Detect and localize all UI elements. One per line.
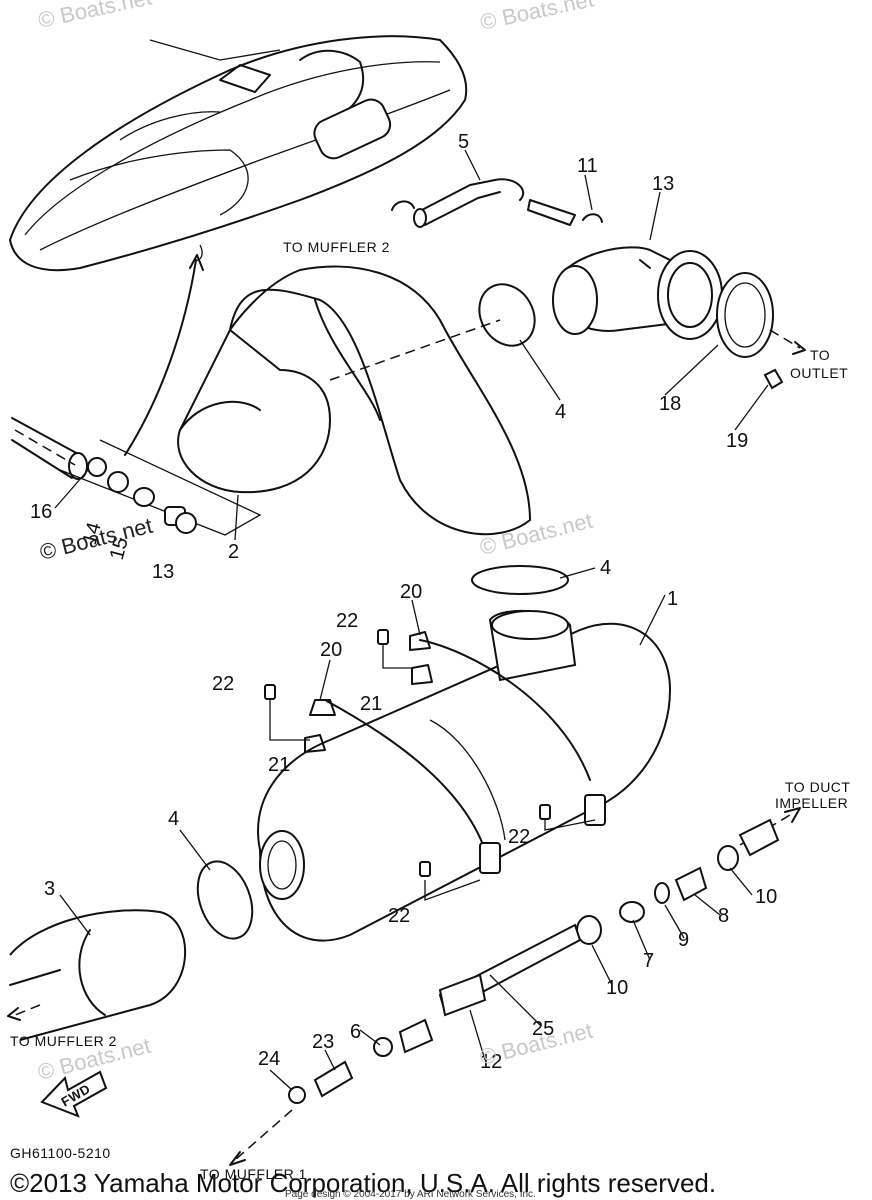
leader-lines: [54, 149, 769, 1091]
callout-12: 12: [480, 1051, 502, 1073]
muffler-1: [257, 609, 672, 942]
routing-notes: TO MUFFLER 2 TO OUTLET TO DUCT IMPELLER …: [10, 239, 850, 1182]
callout-11: 11: [577, 155, 598, 177]
note-to-outlet-1: TO: [810, 347, 830, 363]
fwd-arrow: [40, 1070, 108, 1118]
callout-4a: 4: [555, 401, 566, 423]
copyright-line: ©2013 Yamaha Motor Corporation, U.S.A. A…: [10, 1168, 716, 1198]
callout-22d: 22: [388, 905, 410, 927]
callout-17: 13: [652, 173, 674, 195]
note-to-duct-1: TO DUCT: [785, 779, 850, 795]
watermark-left-mid: © Boats.net: [37, 513, 155, 565]
callout-8: 8: [718, 905, 729, 927]
fitting-23-24: [229, 1060, 354, 1166]
callout-20a: 20: [400, 581, 422, 603]
hose-5-assembly: [391, 178, 603, 228]
note-to-muffler-2-top: TO MUFFLER 2: [283, 239, 390, 255]
callout-20b: 20: [320, 639, 342, 661]
callout-18: 18: [659, 393, 681, 415]
watermark-top-right: © Boats.net: [478, 0, 596, 35]
callout-7: 7: [643, 950, 654, 972]
callout-10b: 10: [606, 977, 628, 999]
exhaust-pipe-2: [177, 265, 532, 536]
callout-9: 9: [678, 929, 689, 951]
callout-21b: 21: [268, 754, 290, 776]
hose-stub-assembly: [11, 417, 262, 536]
callout-25: 25: [532, 1018, 554, 1040]
watermark-top-left: © Boats.net: [36, 0, 154, 33]
callout-6: 6: [350, 1021, 361, 1043]
outlet-17: [552, 246, 806, 390]
clamp-4-middle: [471, 565, 569, 595]
fitting-assembly: [576, 807, 801, 945]
clamp-4-upper: [478, 283, 536, 347]
callout-19: 19: [726, 430, 748, 452]
callout-24: 24: [258, 1048, 280, 1070]
callout-4b: 4: [600, 557, 611, 579]
note-to-muffler-1: TO MUFFLER 1: [200, 1166, 307, 1182]
callout-22b: 22: [212, 673, 234, 695]
note-to-muffler-2-bottom: TO MUFFLER 2: [10, 1033, 117, 1049]
callout-23: 23: [312, 1031, 334, 1053]
note-to-outlet-2: OUTLET: [790, 365, 848, 381]
pipe-3: [7, 909, 187, 1041]
callout-21a: 21: [360, 693, 382, 715]
callout-22a: 22: [336, 610, 358, 632]
part-code: GH61100-5210: [10, 1145, 111, 1161]
jet-ski-hull: [9, 35, 468, 272]
callout-5: 5: [458, 131, 469, 153]
note-to-duct-2: IMPELLER: [775, 795, 848, 811]
callout-2: 2: [228, 541, 239, 563]
callout-4c: 4: [168, 808, 179, 830]
callout-22c: 22: [508, 826, 530, 848]
callout-3: 3: [44, 878, 55, 900]
callout-16: 16: [30, 501, 52, 523]
hose-25-assembly: [373, 923, 582, 1057]
hose-line: [124, 259, 197, 456]
clamp-4-lower: [196, 860, 254, 940]
callout-1: 1: [667, 588, 678, 610]
callout-10a: 10: [755, 886, 777, 908]
callout-labels: 5 11 13 4 18 19 16 14 15 13 2 4 20 1 22 …: [30, 131, 777, 1073]
page-design-credit: Page design © 2004-2017 by ARI Network S…: [285, 1189, 536, 1200]
callout-13: 13: [152, 561, 174, 583]
